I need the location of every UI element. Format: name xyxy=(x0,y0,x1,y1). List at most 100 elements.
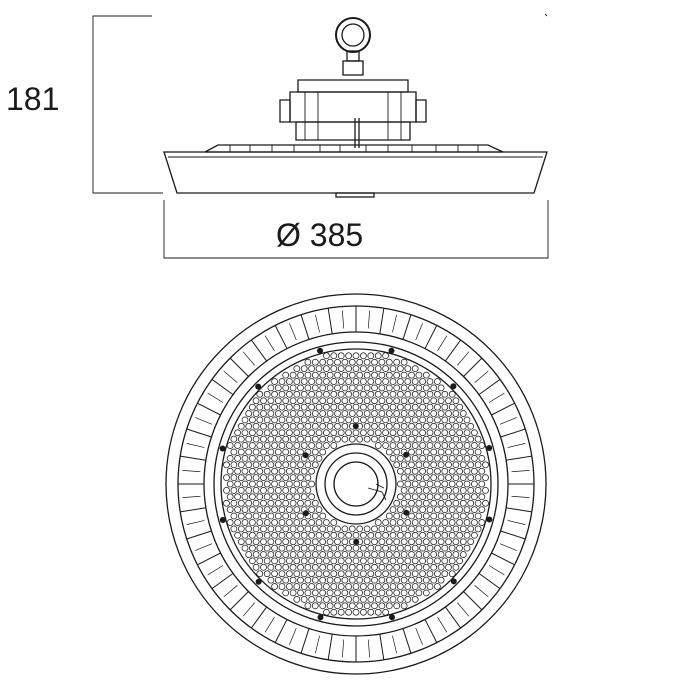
led-lens xyxy=(360,416,367,424)
led-lens xyxy=(459,551,467,558)
fin-slot-divider xyxy=(507,443,526,448)
fin-slot-divider xyxy=(507,520,526,525)
led-lens xyxy=(437,499,445,507)
led-lens xyxy=(230,461,238,469)
led-lens xyxy=(415,589,423,597)
heat-sink-slots xyxy=(178,306,534,662)
led-lens xyxy=(263,493,271,501)
led-lens xyxy=(308,480,315,488)
led-lens xyxy=(289,538,297,546)
led-lens xyxy=(363,422,371,430)
led-lens xyxy=(326,602,334,610)
led-lens xyxy=(352,557,360,565)
led-lens xyxy=(459,410,467,417)
led-lens xyxy=(363,410,371,417)
led-lens xyxy=(397,596,404,603)
led-lens xyxy=(304,422,312,430)
led-lens xyxy=(371,525,378,533)
led-lens xyxy=(334,589,341,597)
led-lens xyxy=(274,538,282,546)
led-lens xyxy=(330,390,338,398)
led-lens xyxy=(459,474,467,481)
led-lens xyxy=(397,467,404,475)
led-lens xyxy=(249,480,256,488)
led-lens xyxy=(426,519,434,526)
led-lens xyxy=(378,371,386,379)
fin-slot-divider xyxy=(511,469,530,473)
led-lens xyxy=(419,416,426,424)
led-lens xyxy=(378,384,386,392)
led-lens xyxy=(286,519,293,526)
led-lens xyxy=(271,583,278,590)
led-lens xyxy=(408,435,415,443)
led-lens xyxy=(293,416,301,424)
fin-slot-divider xyxy=(392,314,397,333)
led-lens xyxy=(319,371,327,379)
led-lens xyxy=(315,531,323,539)
led-lens xyxy=(419,519,426,526)
led-lens xyxy=(378,397,386,405)
led-lens xyxy=(249,442,256,449)
led-lens xyxy=(474,474,482,481)
led-lens xyxy=(371,422,378,430)
led-lens xyxy=(378,563,386,571)
led-lens xyxy=(419,557,426,565)
led-lens xyxy=(267,461,275,469)
led-lens xyxy=(286,429,293,437)
led-lens xyxy=(260,512,267,520)
eye-bolt xyxy=(335,17,371,76)
led-lens xyxy=(337,390,345,398)
led-lens xyxy=(430,384,438,392)
led-lens xyxy=(419,531,426,539)
led-lens xyxy=(256,403,264,411)
led-lens xyxy=(234,429,241,437)
led-lens xyxy=(363,371,371,379)
led-lens xyxy=(463,531,471,539)
screw-head xyxy=(255,383,262,390)
led-lens xyxy=(304,487,312,494)
led-lens xyxy=(260,461,267,469)
fin-slot-divider xyxy=(182,495,201,499)
led-lens xyxy=(297,422,304,430)
led-lens xyxy=(256,493,264,501)
led-lens xyxy=(397,442,404,449)
led-lens xyxy=(467,422,475,430)
led-lens xyxy=(282,512,290,520)
led-lens xyxy=(304,410,312,417)
led-lens xyxy=(304,371,312,379)
led-lens xyxy=(393,576,401,584)
led-lens xyxy=(263,390,271,398)
led-lens xyxy=(315,429,323,437)
fin-slot-divider xyxy=(463,591,483,611)
led-lens xyxy=(330,365,338,372)
led-lens xyxy=(430,512,438,520)
led-lens xyxy=(304,538,312,546)
led-lens xyxy=(360,352,367,360)
fin-slot-divider xyxy=(478,378,501,396)
led-lens xyxy=(352,352,360,360)
led-lens xyxy=(452,538,460,546)
led-lens xyxy=(271,506,278,513)
led-lens xyxy=(389,390,397,398)
led-lens xyxy=(348,397,356,405)
led-lens xyxy=(397,429,404,437)
led-lens xyxy=(411,467,419,475)
led-lens xyxy=(393,563,401,571)
led-lens xyxy=(448,506,456,513)
led-lens xyxy=(463,519,471,526)
led-lens xyxy=(337,416,345,424)
led-lens xyxy=(404,365,412,372)
fin-slot-divider xyxy=(424,619,438,643)
sensor-cable xyxy=(367,483,387,501)
led-lens xyxy=(360,531,367,539)
led-lens xyxy=(393,410,401,417)
led-lens xyxy=(411,596,419,603)
led-lens xyxy=(274,563,282,571)
led-lens xyxy=(260,487,267,494)
led-lens xyxy=(241,531,249,539)
side-view: 181 xyxy=(6,13,549,259)
led-lens xyxy=(271,442,278,449)
led-lens xyxy=(286,493,293,501)
led-lens xyxy=(345,583,352,590)
led-lens xyxy=(271,544,278,552)
